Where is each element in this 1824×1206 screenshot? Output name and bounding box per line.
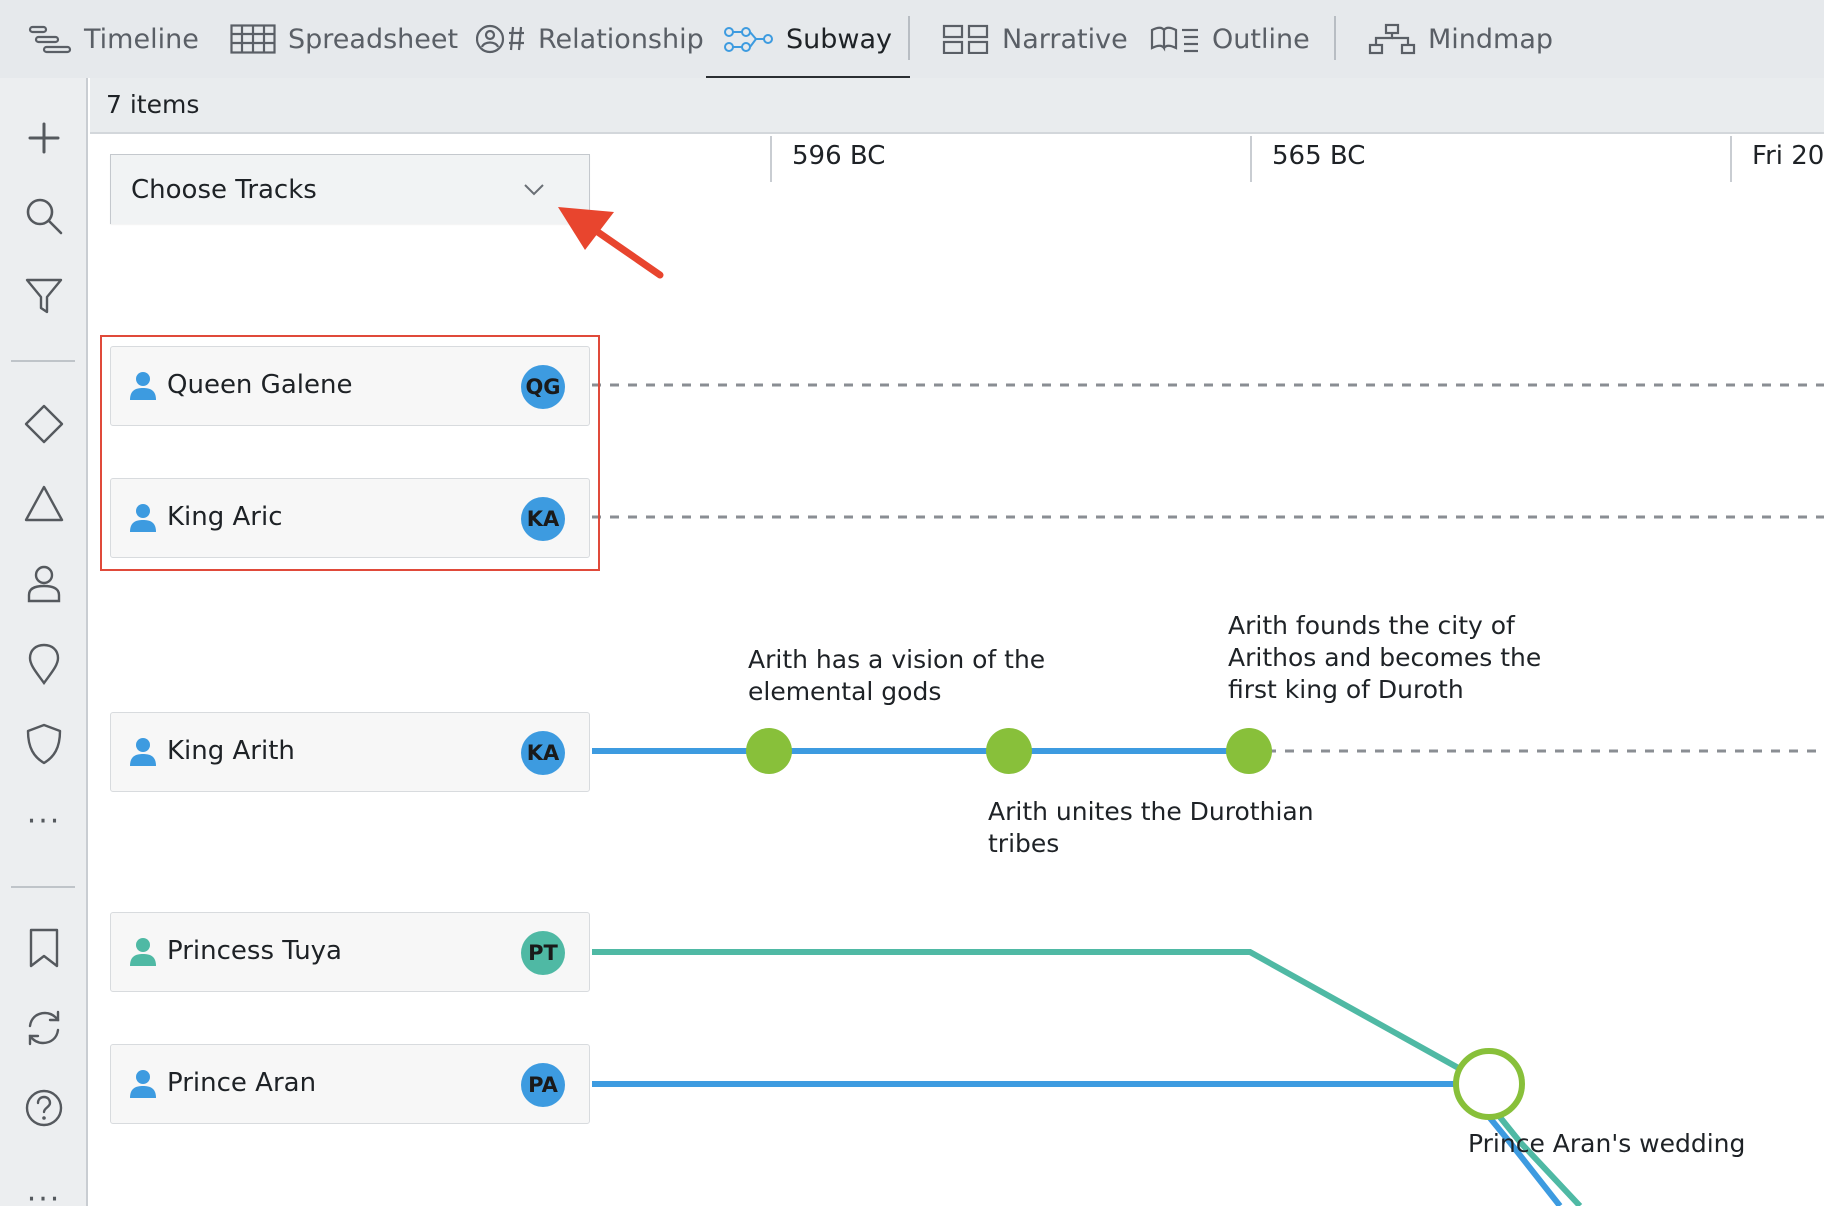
event-label: Arith founds the city of Arithos and bec… [1228,611,1542,704]
avatar: PT [521,931,565,975]
tab-label: Narrative [1002,23,1128,55]
date-column-header: 565 BC [1250,136,1365,182]
view-tab-bar: Timeline Spreadsheet Relationship Subway… [0,0,1824,78]
track-header-prince-aran[interactable]: Prince Aran PA [110,1044,590,1124]
avatar: PA [521,1063,565,1107]
track-name: King Aric [167,502,283,532]
track-name: King Arith [167,736,295,766]
narrative-icon [942,24,989,54]
mindmap-icon [1368,23,1416,55]
more-icon[interactable]: ··· [26,1182,62,1206]
tab-timeline[interactable]: Timeline [28,0,199,78]
highlight-box [100,335,600,571]
location-pin-icon[interactable] [20,640,68,688]
chevron-down-icon [524,184,544,196]
triangle-icon[interactable] [20,480,68,528]
toolbar-divider [11,886,75,888]
track-header-queen-galene[interactable]: Queen Galene QG [110,346,590,426]
event-node[interactable] [746,728,792,774]
toolbar-divider [11,360,75,362]
person-icon [130,938,156,966]
avatar: KA [521,731,565,775]
relationship-icon [476,24,524,54]
choose-tracks-dropdown[interactable]: Choose Tracks [110,154,590,224]
track-name: Queen Galene [167,370,353,400]
tab-label: Spreadsheet [288,23,459,55]
tab-outline[interactable]: Outline [1150,0,1310,78]
tab-label: Outline [1212,23,1310,55]
person-icon [130,738,156,766]
track-name: Prince Aran [167,1068,317,1098]
help-icon[interactable] [20,1084,68,1132]
track-header-princess-tuya[interactable]: Princess Tuya PT [110,912,590,992]
track-line-princess-tuya [592,949,1583,1206]
plus-icon[interactable] [20,114,68,162]
track-header-king-arith[interactable]: King Arith KA [110,712,590,792]
sync-icon[interactable] [20,1004,68,1052]
filter-icon[interactable] [20,272,68,320]
tab-label: Mindmap [1428,23,1554,55]
person-icon [130,504,156,532]
tab-label: Subway [786,23,892,55]
tab-subway[interactable]: Subway [706,0,910,78]
tab-spreadsheet[interactable]: Spreadsheet [230,0,458,78]
choose-tracks-label: Choose Tracks [131,175,317,205]
diamond-icon[interactable] [20,400,68,448]
track-header-king-aric[interactable]: King Aric KA [110,478,590,558]
shield-icon[interactable] [20,720,68,768]
event-node-wedding[interactable] [1453,1048,1525,1120]
event-label: Arith has a vision of the elemental gods [748,645,1046,706]
tab-divider [1334,16,1336,60]
person-icon[interactable] [20,560,68,608]
track-name: Princess Tuya [167,936,342,966]
track-line-prince-aran [592,1081,1563,1206]
items-header: 7 items [90,78,1824,134]
callout-arrow [558,207,664,279]
person-icon [130,1070,156,1098]
tab-label: Relationship [538,23,704,55]
subway-icon [724,27,773,52]
tab-mindmap[interactable]: Mindmap [1368,0,1553,78]
timeline-icon [28,25,72,54]
event-node[interactable] [1226,728,1272,774]
left-toolbar: ··· ··· [0,78,88,1206]
date-column-header: Fri 20 [1730,136,1824,182]
event-node[interactable] [986,728,1032,774]
tab-narrative[interactable]: Narrative [942,0,1128,78]
spreadsheet-icon [230,24,276,54]
search-icon[interactable] [20,192,68,240]
items-count: 7 items [106,90,200,119]
tab-relationship[interactable]: Relationship [476,0,704,78]
tab-divider [908,16,910,60]
person-icon [130,372,156,400]
more-icon[interactable]: ··· [26,804,62,839]
event-label: Arith unites the Durothian tribes [988,797,1314,858]
avatar: KA [521,497,565,541]
avatar: QG [521,365,565,409]
event-label: Prince Aran's wedding [1468,1129,1746,1158]
outline-icon [1150,26,1198,53]
tab-label: Timeline [84,23,199,55]
bookmark-icon[interactable] [20,924,68,972]
date-column-header: 596 BC [770,136,885,182]
